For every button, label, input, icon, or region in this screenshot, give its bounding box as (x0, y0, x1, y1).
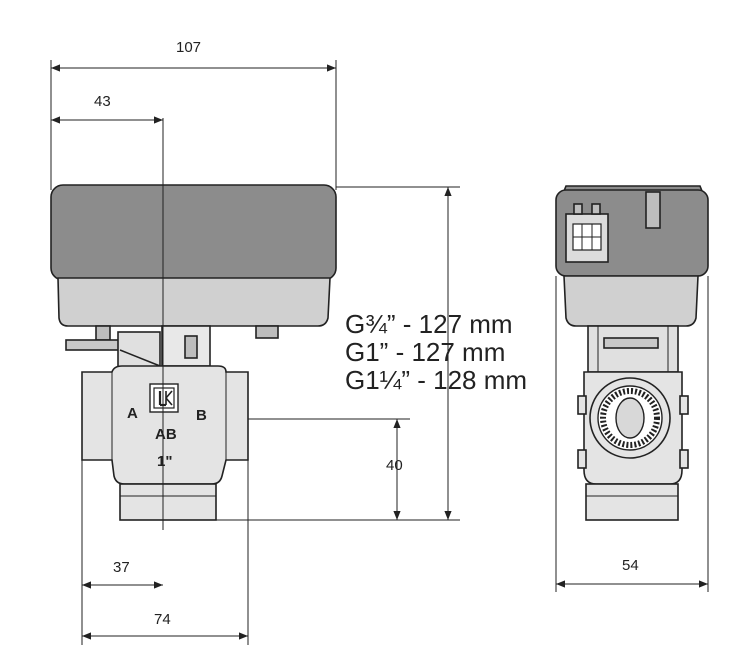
port-label-ab: AB (155, 426, 177, 443)
manufacturer-logo-icon (149, 383, 179, 413)
height-spec-g114: G1¼” - 128 mm (345, 365, 527, 395)
height-spec-g1: G1” - 127 mm (345, 337, 505, 367)
valve-port-icon (589, 377, 671, 459)
dim-total-width: 107 (50, 39, 337, 190)
dim-total-width-value: 107 (176, 39, 201, 56)
side-actuator-base (563, 275, 699, 327)
valve-outlet (119, 483, 217, 521)
dim-body-width: 74 (82, 611, 248, 640)
dim-axis-offset: 43 (51, 93, 163, 124)
side-valve-outlet (585, 483, 679, 521)
dim-body-half-value: 37 (113, 559, 130, 576)
dim-side-width: 54 (555, 276, 709, 592)
port-label-b: B (196, 407, 207, 424)
front-view: A B AB 1" (50, 184, 337, 521)
side-view (555, 185, 709, 521)
height-spec-g34: G¾” - 127 mm (345, 309, 513, 339)
port-label-a: A (127, 405, 138, 422)
dim-lower-height: 40 (248, 418, 410, 520)
actuator-base (57, 277, 331, 327)
dim-axis-offset-value: 43 (94, 93, 111, 110)
dim-lower-height-value: 40 (386, 457, 403, 474)
port-size-label: 1" (157, 453, 172, 470)
dim-side-width-value: 54 (622, 557, 639, 574)
dim-body-half: 37 (81, 460, 249, 645)
dim-body-width-value: 74 (154, 611, 171, 628)
dim-total-height (216, 186, 460, 521)
actuator-cover (50, 184, 337, 281)
connector-icon (565, 203, 609, 263)
height-specs: G¾” - 127 mm G1” - 127 mm G1¼” - 128 mm (345, 309, 527, 395)
mounting-bracket (65, 325, 279, 371)
